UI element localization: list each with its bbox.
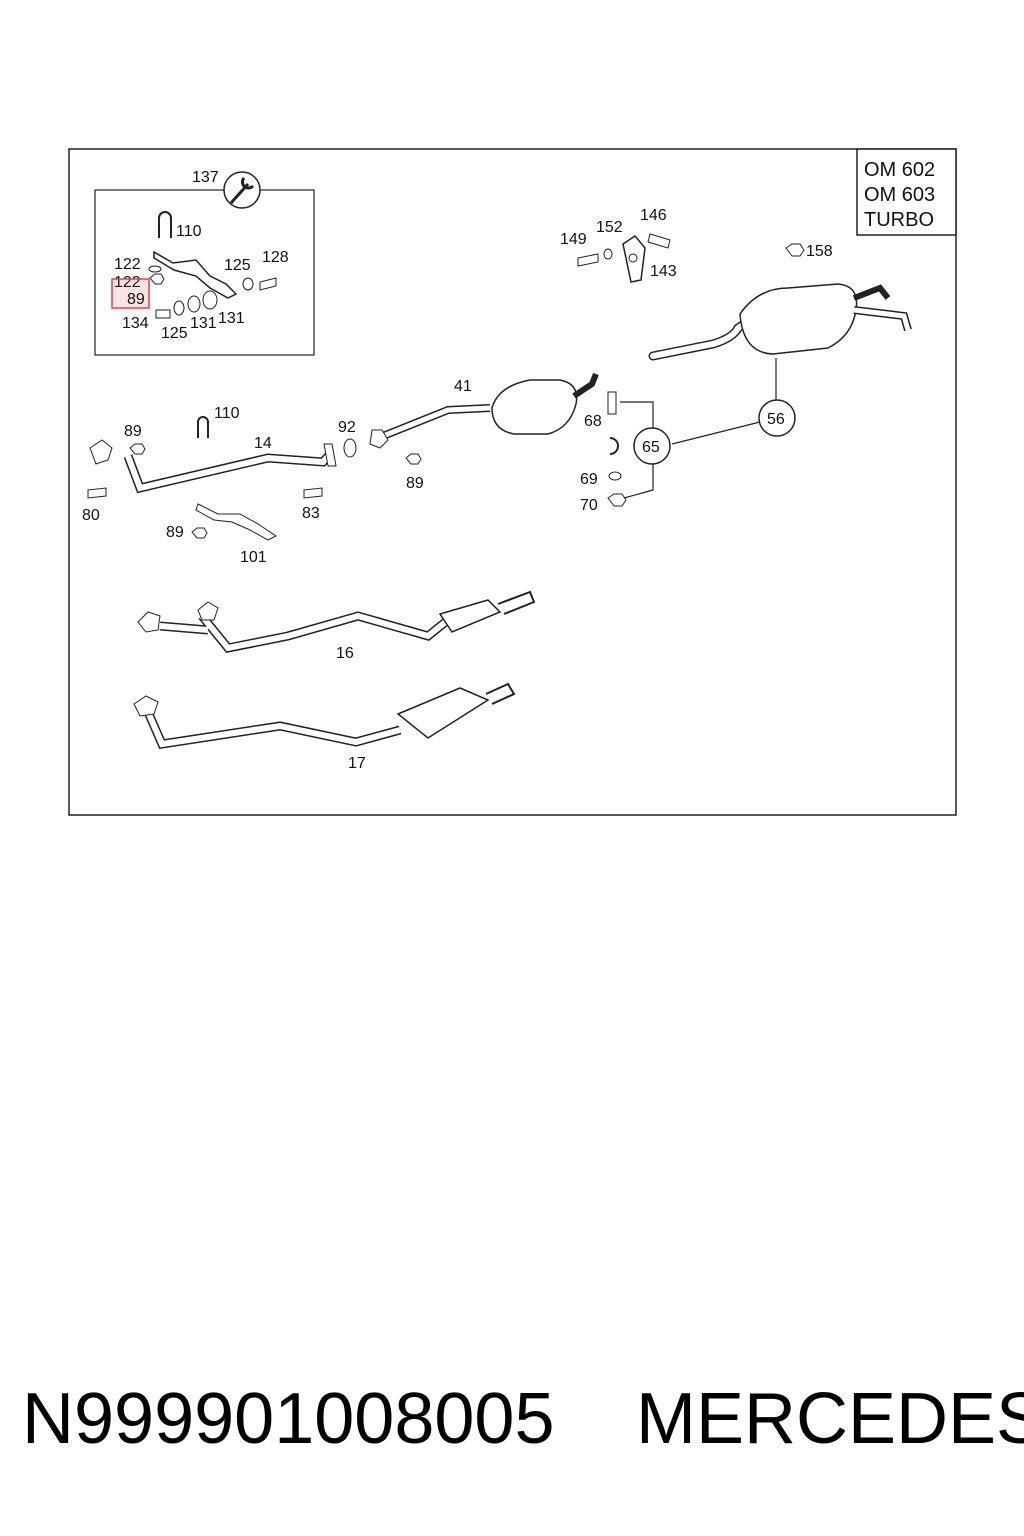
rubber-hanger (622, 235, 646, 283)
callout-131-b: 131 (218, 310, 245, 327)
rubber-ring-icon (343, 438, 357, 458)
callout-circle-56 (758, 399, 796, 437)
callout-89-highlighted: 89 (127, 291, 145, 308)
rear-muffler (648, 283, 912, 361)
brand-name: MERCEDES (636, 1379, 1024, 1459)
callout-14: 14 (254, 435, 272, 452)
bolt-icon (577, 253, 599, 267)
callout-134: 134 (122, 315, 149, 332)
exhaust-pipe-14 (89, 439, 337, 494)
highlight-box (111, 278, 150, 309)
engine-label-box: OM 602 OM 603 TURBO (856, 148, 957, 236)
nut-icon (405, 453, 422, 465)
callout-56: 56 (767, 411, 785, 428)
callout-circle-65 (633, 427, 671, 465)
u-bolt-icon (158, 211, 172, 238)
bolt-icon (259, 277, 277, 291)
callout-137: 137 (192, 169, 219, 186)
bushing-icon (173, 300, 185, 316)
callout-110-inset: 110 (176, 223, 202, 240)
exhaust-pipe-16 (137, 590, 536, 653)
engine-line-2: OM 603 (864, 184, 935, 206)
callout-68: 68 (584, 413, 602, 430)
footer: N999901008005 MERCEDES (0, 1378, 1024, 1468)
engine-line-1: OM 602 (864, 159, 935, 181)
clamp-icon (609, 437, 619, 455)
u-bolt-icon (197, 416, 209, 438)
wrench-icon (223, 171, 261, 209)
washer-icon (148, 265, 162, 273)
front-muffler (369, 372, 599, 449)
engine-line-3: TURBO (864, 209, 934, 231)
callout-89-a: 89 (124, 423, 142, 440)
callout-41: 41 (454, 378, 472, 395)
bolt-icon (607, 391, 617, 415)
bracket-icon (195, 503, 277, 541)
callout-65: 65 (642, 439, 660, 456)
bolt-icon (647, 233, 671, 249)
callout-80: 80 (82, 507, 100, 524)
nut-icon (607, 493, 627, 507)
callout-101: 101 (240, 549, 267, 566)
nut-icon (149, 273, 165, 285)
callout-83: 83 (302, 505, 320, 522)
bolt-icon (303, 487, 323, 499)
callout-89-c: 89 (166, 524, 184, 541)
diagram-frame: OM 602 OM 603 TURBO 137 110 122 122 89 1… (68, 148, 957, 816)
callout-125-a: 125 (224, 257, 251, 274)
nut-icon (785, 243, 805, 257)
callout-16: 16 (336, 645, 354, 662)
callout-69: 69 (580, 471, 598, 488)
bracket-icon (153, 250, 238, 299)
nut-icon (191, 527, 208, 539)
washer-icon (603, 248, 613, 260)
callout-158: 158 (806, 243, 833, 260)
callout-152: 152 (596, 219, 623, 236)
callout-143: 143 (650, 263, 677, 280)
rubber-mount-icon (202, 290, 218, 310)
callout-149: 149 (560, 231, 587, 248)
repair-kit-inset (94, 171, 315, 356)
nut-icon (129, 443, 146, 455)
rubber-mount-icon (187, 295, 201, 313)
callout-89-b: 89 (406, 475, 424, 492)
washer-icon (242, 277, 254, 291)
callout-92: 92 (338, 419, 356, 436)
callout-131-a: 131 (190, 315, 217, 332)
callout-110: 110 (214, 405, 240, 422)
bolt-icon (155, 309, 171, 319)
callout-146: 146 (640, 207, 667, 224)
callout-70: 70 (580, 497, 598, 514)
bolt-icon (87, 487, 107, 499)
washer-icon (608, 471, 622, 481)
part-number: N999901008005 (22, 1379, 555, 1459)
callout-125-b: 125 (161, 325, 188, 342)
callout-122-a: 122 (114, 256, 141, 273)
exhaust-system-diagram: OM 602 OM 603 TURBO 137 110 122 122 89 1… (68, 148, 957, 816)
callout-17: 17 (348, 755, 366, 772)
exhaust-pipe-17 (133, 682, 516, 749)
callout-128: 128 (262, 249, 289, 266)
